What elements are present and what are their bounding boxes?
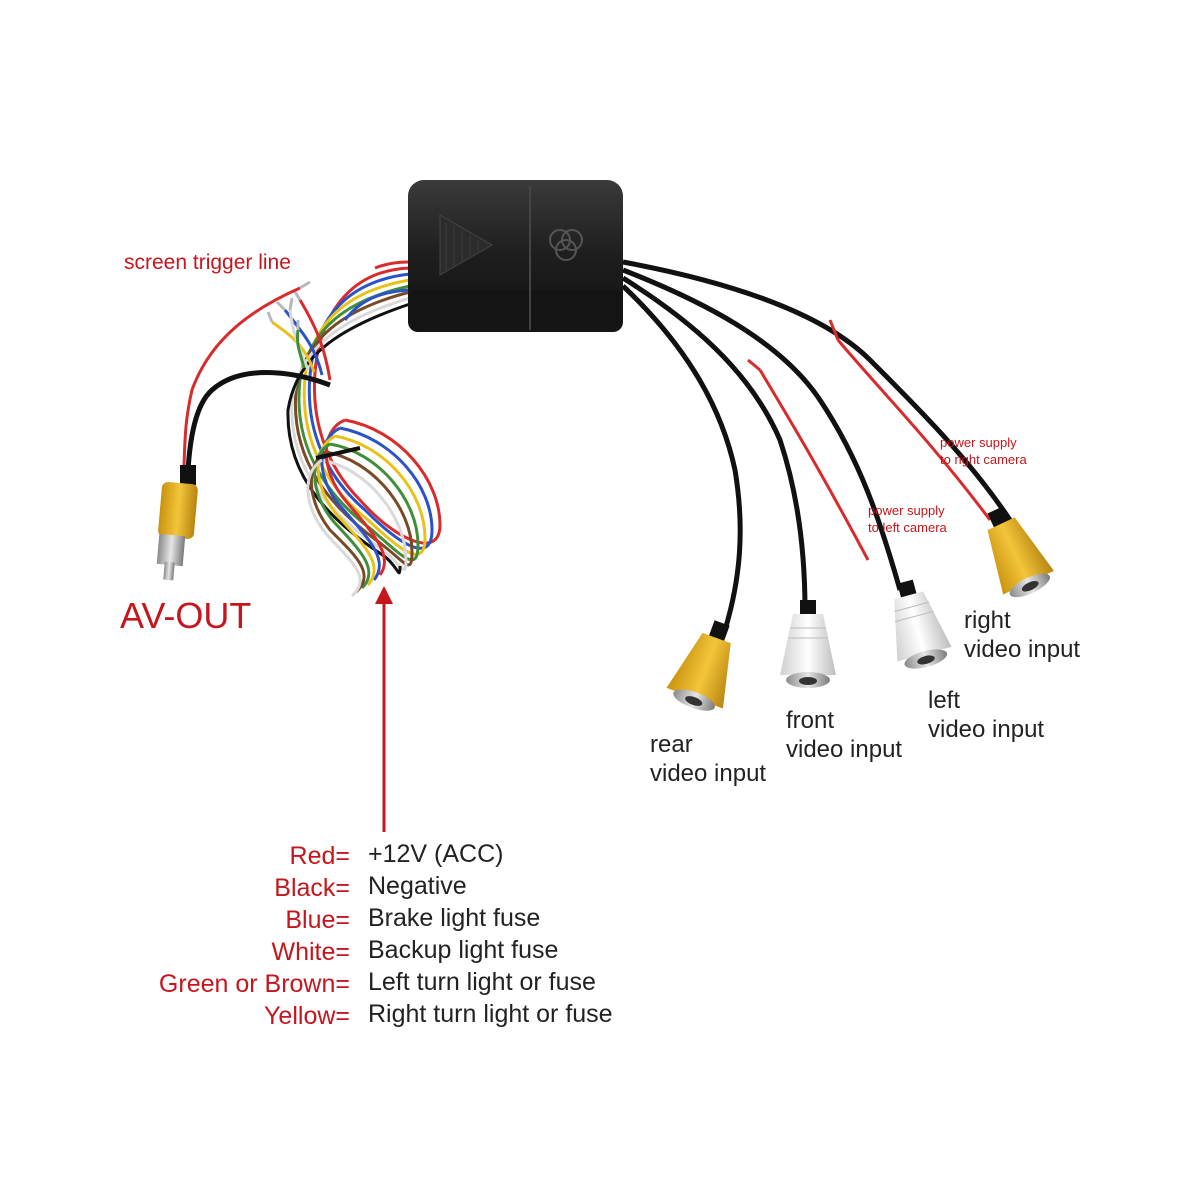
right-cables <box>621 259 1013 631</box>
screen-trigger-label: screen trigger line <box>124 251 291 274</box>
wire-tips <box>266 289 302 330</box>
legend-value-black: Negative <box>368 872 467 900</box>
left-input-label: left video input <box>928 687 1045 743</box>
rca-front-jack <box>780 600 836 688</box>
legend-key-green-brown: Green or Brown= <box>158 970 350 998</box>
wire-bundle <box>271 266 442 598</box>
legend-key-blue: Blue= <box>285 906 350 934</box>
legend-key-black: Black= <box>274 874 350 902</box>
power-wires <box>747 319 992 561</box>
screen-trigger-wire <box>182 286 301 466</box>
legend-value-white: Backup light fuse <box>368 936 559 964</box>
right-input-label: right video input <box>964 607 1081 663</box>
pointer-arrow <box>375 586 393 832</box>
av-out-cable <box>185 370 331 471</box>
legend-value-blue: Brake light fuse <box>368 904 541 932</box>
power-right-label: power supply to right camera <box>940 435 1027 467</box>
legend-key-red: Red= <box>289 842 350 870</box>
rca-left-jack <box>894 579 952 669</box>
legend-value-red: +12V (ACC) <box>368 840 504 868</box>
av-out-label: AV-OUT <box>120 595 252 636</box>
rear-input-label: rear video input <box>650 731 767 787</box>
box-left-wires <box>343 260 409 321</box>
rca-rear-jack <box>666 620 731 711</box>
rca-right-jack <box>987 506 1054 598</box>
control-box <box>408 180 623 332</box>
legend-value-yellow: Right turn light or fuse <box>368 1000 613 1028</box>
power-left-label: power supply to left camera <box>868 503 947 535</box>
legend-key-yellow: Yellow= <box>264 1002 350 1030</box>
av-out-plug <box>156 465 198 581</box>
legend-value-green-brown: Left turn light or fuse <box>368 968 596 996</box>
legend-key-white: White= <box>271 938 350 966</box>
front-input-label: front video input <box>786 707 903 763</box>
